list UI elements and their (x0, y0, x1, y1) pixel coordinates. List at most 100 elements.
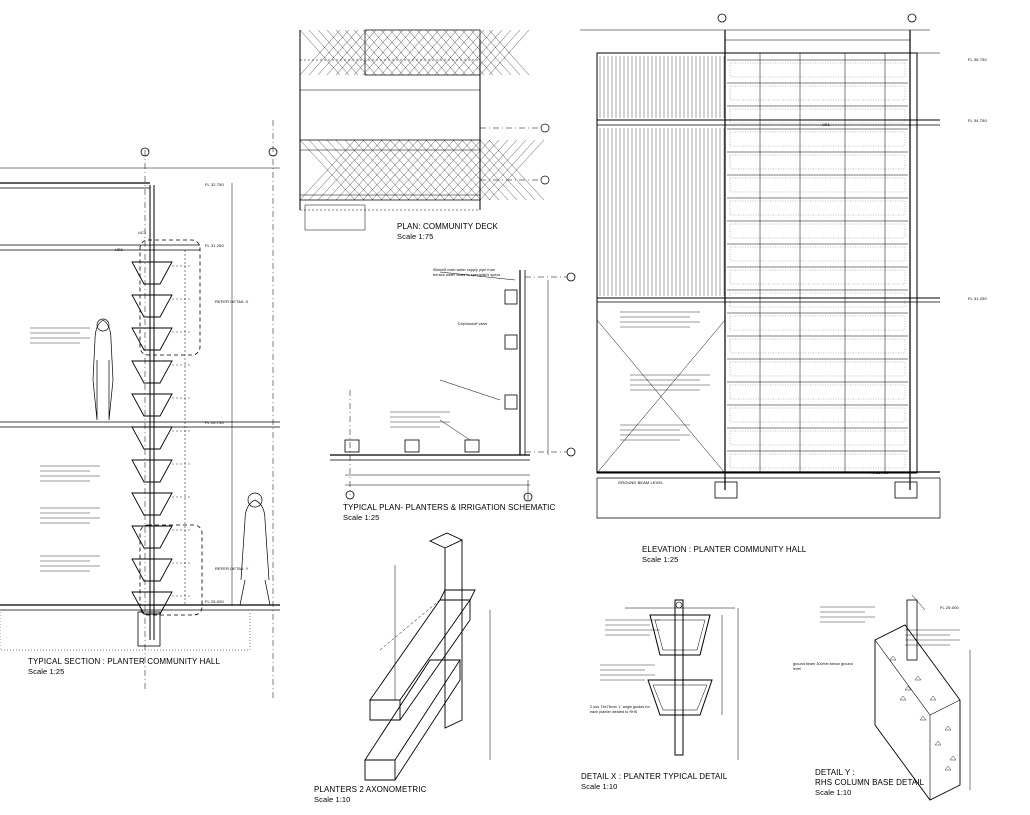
hatch-line (416, 139, 473, 201)
hatch-line (425, 139, 482, 201)
aggregate-mark (934, 740, 942, 746)
planter-profile (131, 327, 173, 351)
fl-elevation-0: FL 36.750 (968, 57, 987, 62)
title-text: DETAIL X : PLANTER TYPICAL DETAIL (581, 772, 728, 781)
hatch-line (479, 29, 521, 76)
planter-row-box (729, 62, 906, 78)
elevation-planter-grid (727, 59, 908, 469)
concrete-texture (889, 655, 957, 771)
hatch-line (344, 139, 401, 201)
hatch-line (380, 29, 422, 76)
planter-profile (131, 261, 173, 285)
aggregate-mark (929, 695, 937, 701)
axonometric-view (364, 532, 491, 781)
hatch-line (317, 139, 374, 201)
aggregate-mark (904, 685, 912, 691)
scale-text: Scale 1:10 (815, 788, 852, 797)
hatch-line (299, 139, 356, 201)
refer-detail-y-label: REFER DETAIL Y (215, 566, 249, 571)
planter-row-box (729, 361, 906, 377)
hatch-line (443, 139, 500, 201)
scale-text: Scale 1:10 (314, 795, 351, 804)
hatch-line (398, 139, 455, 201)
hatch-line (380, 139, 437, 201)
hatch-line (326, 29, 368, 76)
hatch-line (398, 29, 440, 76)
fl-section-3: FL 25.000 (205, 599, 224, 604)
elevation-title: ELEVATION : PLANTER COMMUNITY HALL Scale… (642, 545, 806, 565)
scale-text: Scale 1:25 (642, 555, 679, 564)
title-text: PLAN: COMMUNITY DECK (397, 222, 498, 231)
hatch-line (443, 29, 485, 76)
typical-section-view (0, 120, 280, 700)
planter-profile (131, 591, 173, 615)
hatch-line (488, 29, 530, 76)
elevation-view (580, 13, 941, 519)
detail-y-view (874, 594, 971, 801)
title-text: ELEVATION : PLANTER COMMUNITY HALL (642, 545, 807, 554)
angle-guides-note: 2 nos 75x75mm 'L' angle guides for each … (590, 705, 650, 714)
hatch-line (488, 139, 545, 201)
planter-row-box (729, 269, 906, 285)
hatch-line (389, 139, 446, 201)
hatch-line (470, 139, 527, 201)
hatch-line (326, 139, 383, 201)
note-leader-marks (30, 311, 960, 681)
planter-row-box (729, 85, 906, 101)
title-text: TYPICAL PLAN- PLANTERS & IRRIGATION SCHE… (343, 503, 556, 512)
aggregate-mark (919, 715, 927, 721)
title-text: PLANTERS 2 AXONOMETRIC (314, 785, 427, 794)
elevation-slat-pattern (599, 56, 725, 296)
planter-profile (131, 558, 173, 582)
subtitle-text: RHS COLUMN BASE DETAIL (815, 778, 925, 787)
planter-profile (131, 294, 173, 318)
plan-deck-title: PLAN: COMMUNITY DECK Scale 1:75 (397, 222, 498, 242)
hatch-line (470, 29, 512, 76)
elevation-ub1-label: UB1 (822, 122, 831, 127)
planter-profile (131, 459, 173, 483)
planter-row-box (729, 154, 906, 170)
refer-detail-x-label: REFER DETAIL X (215, 299, 249, 304)
fl-section-1: FL 31.250 (205, 243, 224, 248)
fl-elevation-2: FL 31.250 (968, 296, 987, 301)
planter-row-box (729, 108, 906, 124)
hatch-line (416, 29, 458, 76)
typical-plan-title: TYPICAL PLAN- PLANTERS & IRRIGATION SCHE… (343, 503, 555, 523)
planter-row-box (729, 200, 906, 216)
hatch-line (362, 139, 419, 201)
planter-row-box (729, 131, 906, 147)
detail-y-title: DETAIL Y : RHS COLUMN BASE DETAIL Scale … (815, 768, 924, 798)
plan-community-deck-view (299, 29, 550, 231)
planter-profile (131, 360, 173, 384)
hatch-line (308, 139, 365, 201)
hatch-line (407, 139, 464, 201)
fl-elevation-1: FL 34.750 (968, 118, 987, 123)
fl-section-0: FL 32.750 (205, 182, 224, 187)
detail-x-title: DETAIL X : PLANTER TYPICAL DETAIL Scale … (581, 772, 727, 792)
hatch-line (353, 29, 395, 76)
hatch-line (344, 29, 386, 76)
section-planter-stack (131, 261, 190, 615)
planter-row-box (729, 430, 906, 446)
detail-x-view (625, 599, 739, 760)
aggregate-mark (889, 655, 897, 661)
fl-elevation-3: FL 25.750 (870, 470, 889, 475)
hatch-line (389, 29, 431, 76)
planter-row-box (729, 246, 906, 262)
typical-plan-view (330, 270, 576, 502)
aggregate-mark (914, 675, 922, 681)
uc1-label: UC1 (138, 230, 147, 235)
hatch-line (317, 29, 359, 76)
ground-beam-note: ground beam 300mm below ground level (793, 662, 853, 671)
ub1-label: UB1 (115, 247, 124, 252)
hatch-line (371, 139, 428, 201)
title-text: DETAIL Y : (815, 768, 855, 777)
fl-detail-y: FL 25.000 (940, 605, 959, 610)
ground-beam-level-label: GROUND BEAM LEVEL (618, 480, 664, 485)
hatch-line (353, 139, 410, 201)
scale-text: Scale 1:25 (28, 667, 65, 676)
drip-valve-note: Drip/shutoff valve (458, 322, 488, 326)
hatch-line (335, 29, 377, 76)
